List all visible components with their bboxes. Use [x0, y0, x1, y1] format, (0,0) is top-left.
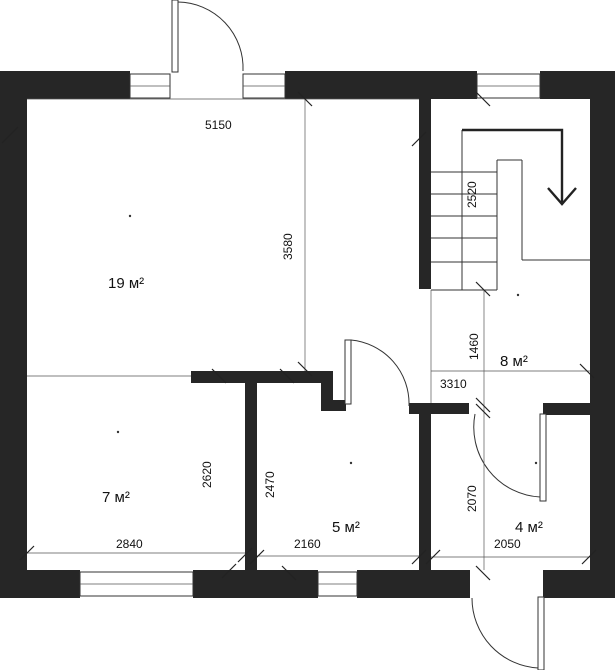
dim-bedroom-depth: 2620: [200, 461, 214, 488]
windows: [79, 73, 541, 597]
room-area-bath: 5 м²: [332, 519, 360, 536]
dimension-ticks: [1, 91, 597, 581]
dim-living-width: 5150: [205, 118, 232, 132]
dim-bath-depth: 2470: [263, 471, 277, 498]
dim-vestibule-depth: 2070: [465, 485, 479, 512]
room-center-markers: [116, 214, 538, 465]
dim-bedroom-width: 2840: [116, 537, 143, 551]
dim-bath-width: 2160: [294, 537, 321, 551]
staircase: [431, 128, 590, 291]
room-area-vestibule: 4 м²: [515, 519, 543, 536]
dim-hall-width: 3310: [440, 377, 467, 391]
room-area-hall: 8 м²: [500, 353, 528, 370]
partition-lines: [27, 98, 590, 570]
room-area-living: 19 м²: [108, 275, 144, 292]
room-area-bedroom: 7 м²: [102, 489, 130, 506]
dim-vestibule-width: 2050: [494, 537, 521, 551]
doors: [171, 0, 547, 670]
dim-stair-run: 2520: [465, 181, 479, 208]
interior-walls: [191, 99, 590, 570]
dim-hall-depth: 1460: [467, 333, 481, 360]
exterior-walls: [0, 71, 615, 598]
dim-living-depth: 3580: [281, 233, 295, 260]
